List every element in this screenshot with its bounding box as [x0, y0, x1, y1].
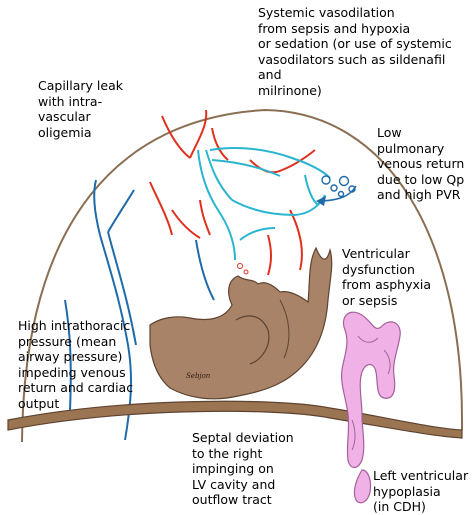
artist-signature: Sebjon — [186, 372, 211, 380]
label-capillary-leak: Capillary leak with intra- vascular olig… — [38, 78, 123, 140]
venous-return-arrowhead — [316, 196, 326, 206]
diaphragm — [7, 400, 463, 439]
red-bubbles — [237, 263, 249, 275]
venous-return-arrow — [321, 185, 357, 202]
label-lv-hypoplasia: Left ventricular hypoplasia (in CDH) — [373, 468, 469, 514]
thorax-outline — [21, 108, 463, 443]
pulmonary-vessels — [197, 147, 331, 261]
label-ventricular-dysfunction: Ventricular dysfunction from asphyxia or… — [342, 246, 432, 308]
heart-ventricles — [149, 246, 333, 400]
herniated-bowel — [341, 311, 401, 469]
bowel-lower-loop — [353, 469, 372, 504]
label-systemic-vasodilation: Systemic vasodilation from sepsis and hy… — [258, 5, 452, 98]
septum-fold-inner — [279, 299, 290, 359]
arteries — [149, 109, 316, 276]
septum-fold — [235, 315, 270, 365]
bowel-folds — [351, 335, 391, 451]
label-low-pulmonary-venous-return: Low pulmonary venous return due to low Q… — [377, 125, 465, 202]
label-high-intrathoracic-pressure: High intrathoracic pressure (mean airway… — [18, 318, 134, 411]
label-septal-deviation: Septal deviation to the right impinging … — [192, 430, 294, 507]
